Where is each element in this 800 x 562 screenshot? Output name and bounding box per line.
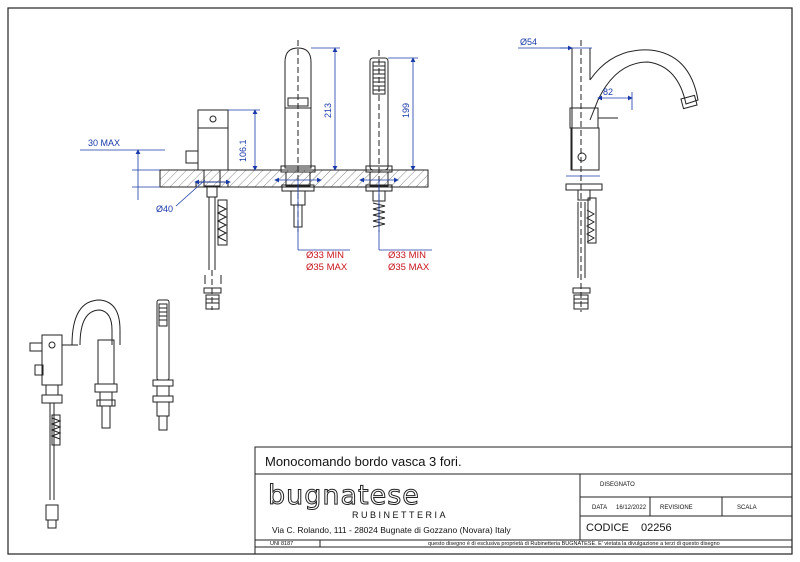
dim-dia-54: Ø54 <box>520 37 537 47</box>
company-address: Via C. Rolando, 111 - 28024 Bugnate di G… <box>272 525 511 535</box>
dim-shower-min: Ø33 MIN <box>388 250 426 261</box>
dim-106: 106.1 <box>238 139 248 162</box>
front-view: 30 MAX 106.1 213 199 Ø40 Ø33 MIN Ø35 MAX… <box>80 40 432 310</box>
dim-shower-max: Ø35 MAX <box>388 262 430 273</box>
data-value: 16/12/2022 <box>616 505 647 511</box>
dim-dia-40: Ø40 <box>156 204 173 214</box>
dim-82: 82 <box>603 87 613 97</box>
scala-label: SCALA <box>737 505 757 511</box>
codice-label: CODICE <box>586 522 629 534</box>
property-notice: questo disegno è di esclusiva proprietà … <box>428 541 720 547</box>
mixer-body <box>185 109 229 310</box>
data-label: DATA <box>592 505 607 511</box>
dim-213: 213 <box>323 103 333 118</box>
revisione-label: REVISIONE <box>660 505 693 511</box>
brand-logo: bugnatese <box>268 480 420 511</box>
drawing-title: Monocomando bordo vasca 3 fori. <box>265 454 462 469</box>
sheet-border <box>7 7 793 555</box>
side-view: Ø54 82 <box>518 37 699 312</box>
dimension-lines <box>80 47 432 251</box>
title-block <box>254 446 793 555</box>
dim-spout-max: Ø35 MAX <box>306 262 348 273</box>
brand-subtitle: RUBINETTERIA <box>352 510 448 520</box>
dim-199: 199 <box>401 103 411 118</box>
dim-spout-min: Ø33 MIN <box>306 250 344 261</box>
assembly-sketch <box>29 299 174 529</box>
disegnato-label: DISEGNATO <box>600 482 635 488</box>
codice-value: 02256 <box>641 522 672 534</box>
dim-30-max: 30 MAX <box>88 138 120 148</box>
uni-standard: UNI 8187 <box>270 541 293 547</box>
